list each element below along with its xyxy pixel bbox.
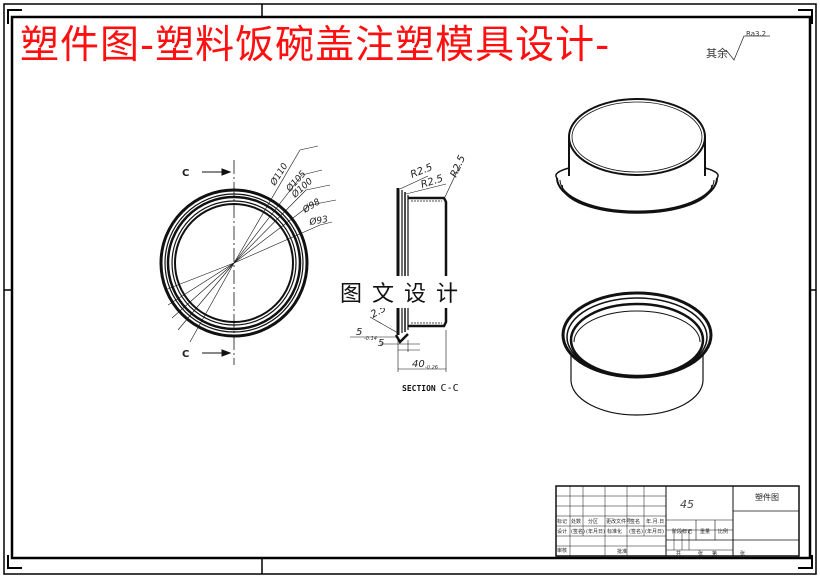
row2-label-3: 标准化 xyxy=(607,529,623,535)
review-label: 审核 xyxy=(557,548,568,554)
roughness-value: Ra3.2 xyxy=(746,30,767,38)
row2-label-4: (签名) xyxy=(629,529,643,535)
row1-label-3: 更改文件号 xyxy=(606,519,632,525)
roughness-prefix: 其余 xyxy=(706,47,728,60)
row2-label-0: 设计 xyxy=(557,529,568,535)
part-name: 塑件图 xyxy=(755,493,779,502)
section-label-id: C-C xyxy=(440,383,459,394)
material-value: 45 xyxy=(680,498,694,511)
row1-label-1: 处数 xyxy=(571,519,582,525)
front-view xyxy=(159,145,337,365)
sheet-total-suffix: 张 xyxy=(698,551,704,557)
step-dim: 5 xyxy=(378,338,384,349)
section-view xyxy=(350,164,461,372)
row2-label-5: (年月日) xyxy=(645,529,664,535)
row1-label-0: 标记 xyxy=(557,519,568,525)
sheet-total-prefix: 共 xyxy=(676,551,682,557)
iso-view-bottom xyxy=(561,291,713,416)
section-label-text: SECTION xyxy=(402,384,436,393)
cut-markers: C C xyxy=(182,168,189,360)
sheet-frame xyxy=(3,3,817,575)
row2-label-2: (年月日) xyxy=(586,529,605,535)
row1-label-5: 年.月.日 xyxy=(646,519,665,525)
scale-label: 比例 xyxy=(718,529,729,535)
watermark: 图文设计 xyxy=(338,276,471,308)
flange-width: 5 xyxy=(356,327,362,338)
sheet-num-prefix: 第 xyxy=(712,551,718,557)
height-dim: 40 xyxy=(412,359,425,370)
sheet-num-suffix: 张 xyxy=(740,551,746,557)
dim-d98: Ø98 xyxy=(300,196,323,216)
roughness-symbol xyxy=(725,35,770,61)
section-label: SECTION C-C xyxy=(402,383,459,394)
approve-label: 批准 xyxy=(617,549,628,555)
row1-label-2: 分区 xyxy=(588,519,599,525)
cut-marker-top: C xyxy=(182,168,189,179)
row2-label-1: (签名) xyxy=(571,529,585,535)
iso-view-top xyxy=(555,98,719,214)
radius-3: R2.5 xyxy=(449,154,468,179)
stage-label: 阶段标记 xyxy=(672,529,693,535)
drawing-title: 塑件图-塑料饭碗盖注塑模具设计- xyxy=(20,23,611,68)
flange-tol-lower: -0.14 xyxy=(364,336,377,342)
row1-label-4: 签名 xyxy=(630,519,641,525)
dim-d93: Ø93 xyxy=(308,214,329,228)
weight-label: 重量 xyxy=(700,529,711,535)
title-block xyxy=(555,485,800,557)
cut-marker-bottom: C xyxy=(182,349,189,360)
height-tol-lower: -0.26 xyxy=(425,365,438,371)
